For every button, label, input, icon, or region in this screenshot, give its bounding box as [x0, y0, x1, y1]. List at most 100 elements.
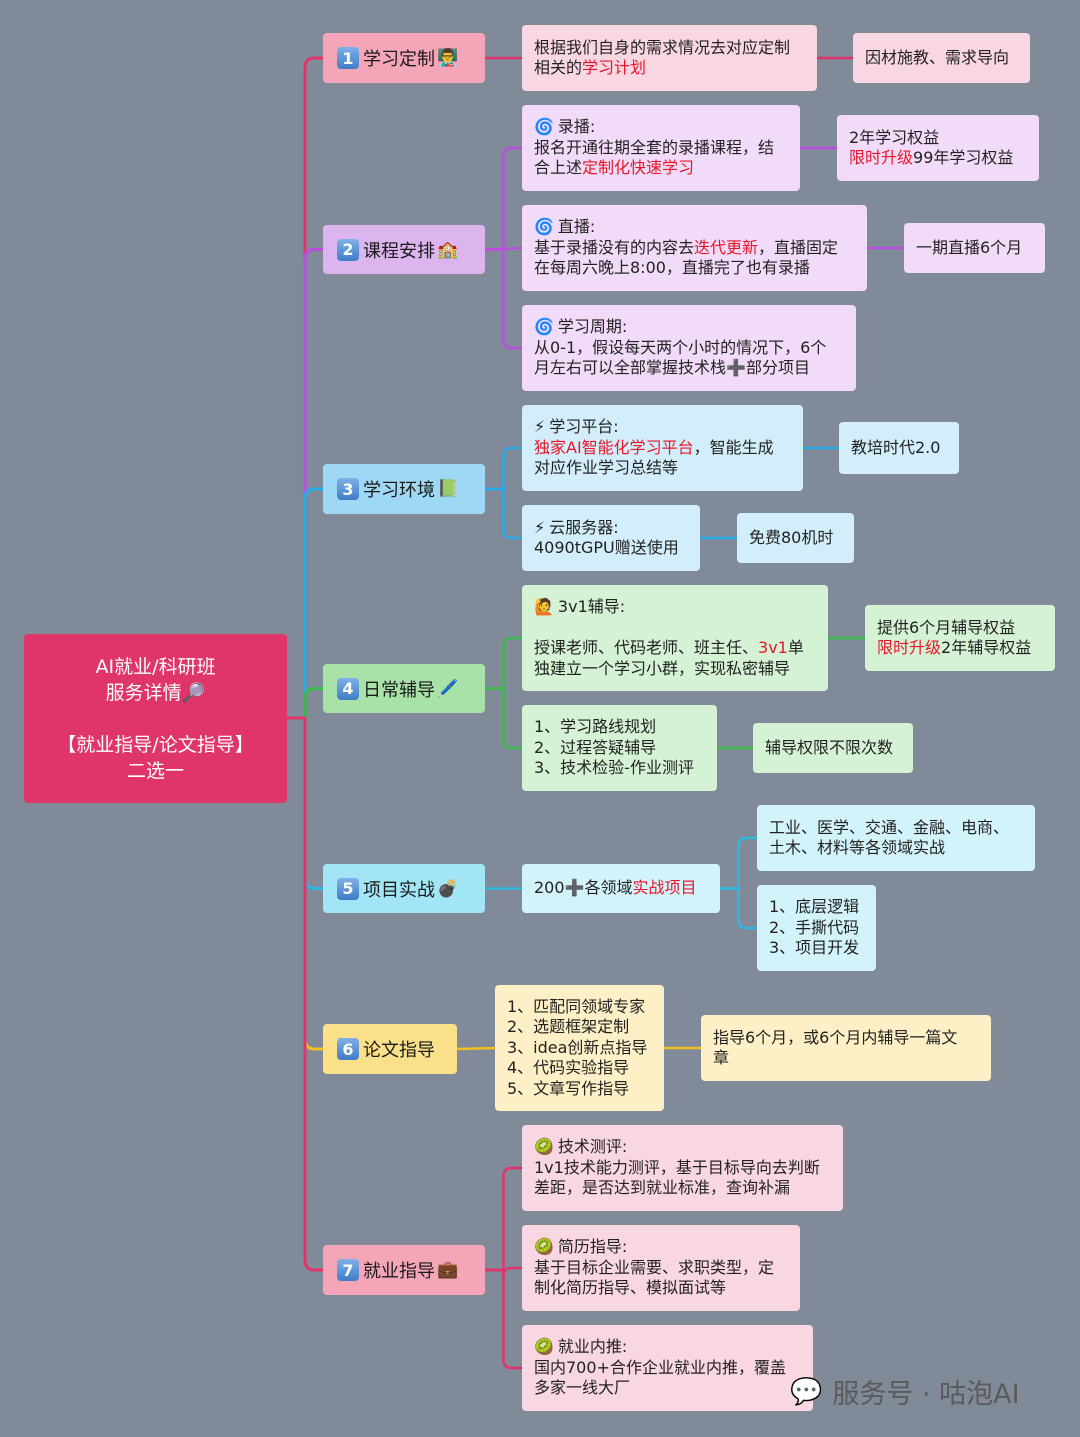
text-segment: 2、选题框架定制 [507, 1017, 630, 1037]
outcome-box: 辅导权限不限次数 [753, 723, 913, 773]
connector-line [718, 887, 759, 930]
text-segment: ，智能生成 [693, 437, 774, 457]
detail-heading: 🥝就业内推: [534, 1337, 801, 1358]
bullet-icon: 🌀 [534, 117, 554, 137]
detail-heading: ⚡学习平台: [534, 417, 791, 438]
detail-title: 3v1辅导: [557, 597, 626, 616]
section-title: 就业指导 [363, 1261, 435, 1282]
section-emoji-icon: 🏫 [437, 239, 459, 260]
detail-box: 根据我们自身的需求情况去对应定制相关的学习计划 [522, 25, 817, 91]
connector-line [483, 146, 524, 251]
outcome-box: 教培时代2.0 [839, 422, 959, 474]
text-line: 对应作业学习总结等 [534, 458, 791, 479]
text-line: 授课老师、代码老师、班主任、3v1单 [534, 638, 816, 659]
text-segment: 指导6个月，或6个月内辅导一篇文 [713, 1027, 958, 1047]
highlight-text: 迭代更新 [694, 237, 759, 257]
number-badge: 1 [337, 47, 359, 69]
text-segment: ，直播固定 [758, 237, 839, 257]
detail-title: 学习平台: [549, 417, 619, 437]
outcome-box: 免费80机时 [737, 513, 854, 563]
text-segment: ➕ [564, 878, 585, 898]
bullet-icon: 🌀 [534, 217, 554, 237]
text-line: 3、项目开发 [769, 938, 864, 959]
number-badge: 7 [337, 1259, 359, 1281]
text-line: 因材施教、需求导向 [865, 48, 1018, 69]
text-segment: 多家一线大厂 [534, 1378, 631, 1398]
text-line: 合上述定制化快速学习 [534, 158, 788, 179]
section-emoji-icon: 💣 [437, 878, 459, 899]
root-choice: 二选一 [126, 759, 184, 782]
text-segment: 国内700+合作企业就业内推，覆盖 [534, 1357, 786, 1377]
connector-line [303, 716, 325, 1272]
text-segment: 1、底层逻辑 [769, 897, 860, 917]
text-line: 根据我们自身的需求情况去对应定制 [534, 38, 805, 59]
text-line: 3、idea创新点指导 [507, 1038, 652, 1059]
text-line: 限时升级2年辅导权益 [877, 638, 1043, 659]
root-subtitle: 服务详情🔎 [105, 681, 206, 704]
section-title: 论文指导 [363, 1040, 435, 1061]
text-segment: 教培时代2.0 [851, 437, 941, 457]
text-line: 200➕各领域实战项目 [534, 878, 708, 899]
text-segment: 2年辅导权益 [941, 638, 1032, 657]
text-line: 相关的学习计划 [534, 58, 805, 79]
detail-box: 🌀学习周期:从0-1，假设每天两个小时的情况下，6个月左右可以全部掌握技术栈➕部… [522, 305, 856, 391]
text-line: 1、学习路线规划 [534, 717, 705, 738]
detail-heading: 🥝技术测评: [534, 1137, 831, 1158]
text-segment: 工业、医学、交通、金融、电商、 [769, 817, 1010, 837]
text-segment: 从0-1，假设每天两个小时的情况下，6个 [534, 337, 827, 357]
connector-line [303, 487, 325, 720]
text-line: 从0-1，假设每天两个小时的情况下，6个 [534, 338, 844, 359]
outcome-box: 因材施教、需求导向 [853, 33, 1030, 83]
text-segment: 1v1技术能力测评，基于目标导向去判断 [534, 1157, 820, 1177]
detail-box: ⚡学习平台:独家AI智能化学习平台，智能生成对应作业学习总结等 [522, 405, 803, 491]
text-segment: 基于目标企业需要、求职类型，定 [534, 1257, 775, 1277]
detail-heading: 🌀学习周期: [534, 317, 844, 338]
text-segment: 因材施教、需求导向 [865, 47, 1010, 67]
number-badge: 2 [337, 238, 359, 261]
highlight-text: 3v1 [758, 638, 788, 657]
text-segment: 2年学习权益 [849, 127, 940, 147]
text-segment: 月左右可以全部掌握技术栈 [534, 358, 727, 378]
highlight-text: 独家AI智能化学习平台 [534, 437, 694, 457]
text-line: 章 [713, 1048, 979, 1069]
bullet-icon: 🙋 [534, 597, 554, 616]
connector-line [483, 446, 524, 491]
text-segment: 2、手撕代码 [769, 917, 860, 937]
connector-line [303, 248, 325, 720]
text-segment: 报名开通往期全套的录播课程，结 [534, 137, 775, 157]
text-line: 2、过程答疑辅导 [534, 738, 705, 759]
detail-title: 云服务器: [549, 517, 619, 537]
outcome-box: 指导6个月，或6个月内辅导一篇文章 [701, 1015, 991, 1081]
highlight-text: 实战项目 [632, 878, 697, 898]
detail-box: ⚡云服务器:4090tGPU赠送使用 [522, 505, 700, 571]
text-line: 5、文章写作指导 [507, 1079, 652, 1100]
text-segment: 基于录播没有的内容去 [534, 237, 695, 257]
outcome-box: 2年学习权益限时升级99年学习权益 [837, 115, 1039, 181]
text-segment: 根据我们自身的需求情况去对应定制 [534, 37, 791, 57]
text-line: 制化简历指导、模拟面试等 [534, 1278, 788, 1299]
connector-line [483, 1166, 524, 1272]
text-segment: 5、文章写作指导 [507, 1078, 630, 1098]
watermark: 💬 服务号 · 咕泡AI [790, 1372, 1020, 1411]
text-line: 月左右可以全部掌握技术栈➕部分项目 [534, 358, 844, 379]
text-segment: 章 [713, 1048, 730, 1067]
text-segment: 3、技术检验-作业测评 [534, 758, 694, 778]
detail-heading: 🙋3v1辅导: [534, 597, 816, 618]
text-segment: 差距，是否达到就业标准，查询补漏 [534, 1178, 791, 1198]
text-segment: 合上述 [534, 158, 583, 178]
text-line: 指导6个月，或6个月内辅导一篇文 [713, 1028, 979, 1049]
detail-title: 录播: [557, 117, 596, 137]
text-line: 免费80机时 [749, 528, 842, 549]
text-line: 提供6个月辅导权益 [877, 618, 1043, 639]
section-title: 学习环境 [363, 480, 435, 501]
text-segment: 独建立一个学习小群，实现私密辅导 [534, 658, 791, 678]
number-badge: 5 [337, 877, 359, 900]
text-segment: 部分项目 [745, 358, 810, 378]
